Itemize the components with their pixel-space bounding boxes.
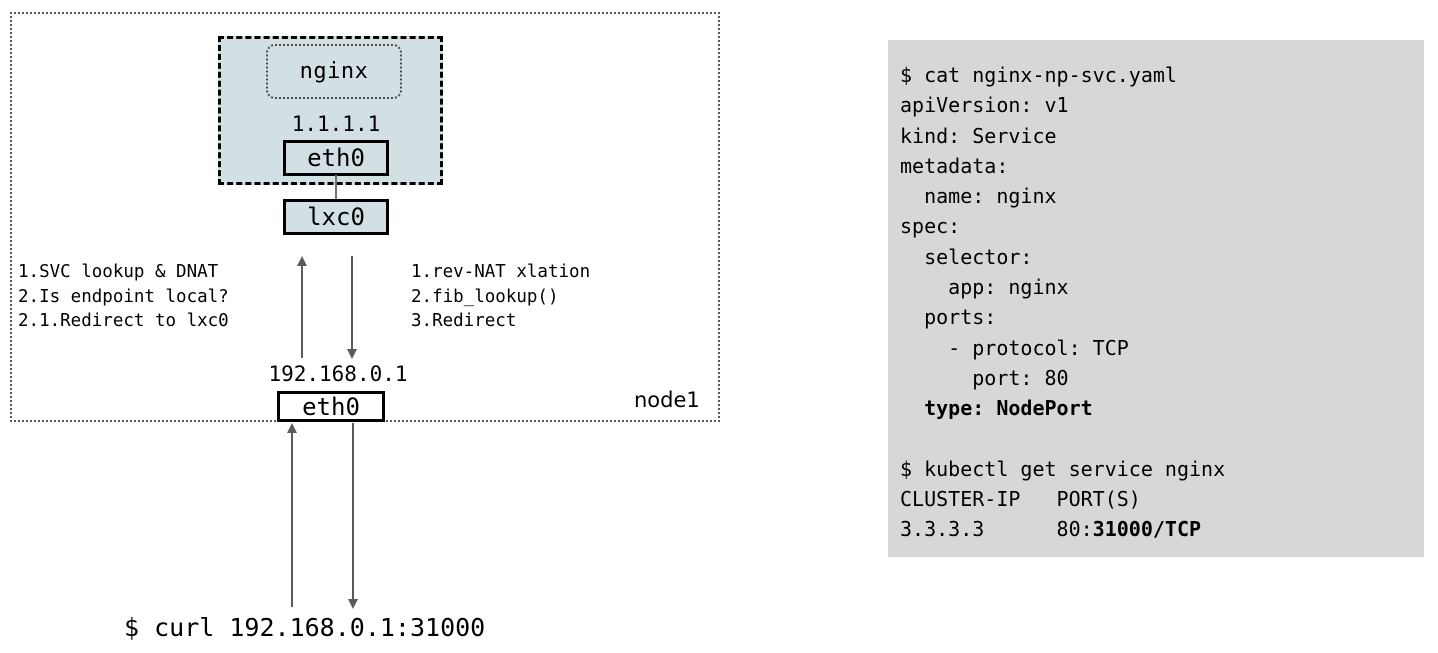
terminal-line: - protocol: TCP [900,335,1129,360]
node-label: node1 [634,388,700,412]
terminal-line: apiVersion: v1 [900,93,1069,118]
cluster-ip-and-port-prefix: 3.3.3.3 80: [900,517,1093,542]
arrow-egress-line [351,256,353,349]
arrow-ingress-line [301,265,303,358]
terminal-line: $ cat nginx-np-svc.yaml [900,63,1177,87]
arrow-egress-head-icon [347,349,357,359]
terminal-line-blank [900,424,1424,454]
terminal-panel: $ cat nginx-np-svc.yaml apiVersion: v1 k… [888,40,1424,557]
terminal-line: spec: [900,214,961,239]
arrow-client-request-head-icon [348,599,358,609]
arrow-client-response-line [291,432,293,607]
pod-interface-eth0: eth0 [283,140,389,176]
notes-ingress: 1.SVC lookup & DNAT 2.Is endpoint local?… [18,262,229,331]
node-interface-eth0: eth0 [277,391,385,422]
node-ip-label: 192.168.0.1 [268,362,408,386]
terminal-line-service-type: type: NodePort [900,396,1093,421]
terminal-line: selector: [900,244,1033,269]
arrow-ingress-head-icon [297,256,307,266]
nodeport-value: 31000/TCP [1092,517,1202,542]
terminal-line: kind: Service [900,123,1057,148]
notes-egress: 1.rev-NAT xlation 2.fib_lookup() 3.Redir… [411,262,591,331]
veth-link [335,175,337,200]
terminal-line: ports: [900,305,997,330]
container-nginx: nginx [266,44,402,99]
host-veth-lxc0: lxc0 [283,199,389,235]
container-name-label: nginx [299,58,369,84]
pod-ip-label: 1.1.1.1 [291,112,381,136]
terminal-table-row: 3.3.3.3 80:31000/TCP [900,514,1424,544]
arrow-client-request-line [352,423,354,599]
terminal-line: app: nginx [900,275,1069,300]
host-veth-label: lxc0 [307,203,365,231]
terminal-table-header: CLUSTER-IP PORT(S) [900,487,1141,512]
terminal-line: port: 80 [900,365,1069,390]
arrow-client-response-head-icon [287,423,297,433]
terminal-line: metadata: [900,153,1009,178]
client-curl-command: $ curl 192.168.0.1:31000 [124,613,486,642]
pod-interface-label: eth0 [307,144,365,172]
node-interface-label: eth0 [302,392,360,421]
terminal-line: name: nginx [900,184,1057,209]
terminal-line-get-command: $ kubectl get service nginx [900,456,1226,481]
